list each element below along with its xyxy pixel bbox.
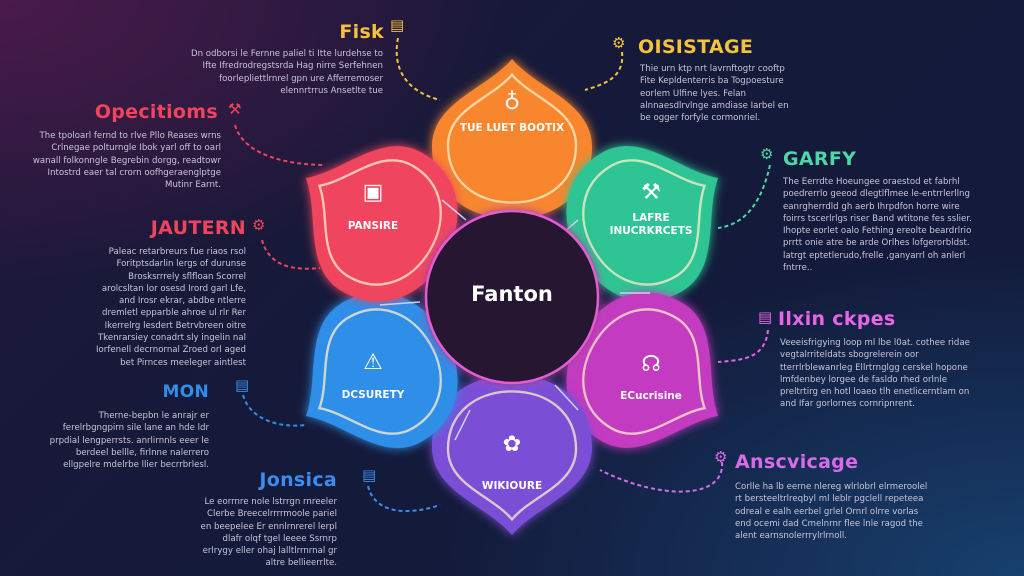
connector-line <box>234 124 326 166</box>
connector-line <box>717 164 771 229</box>
connector-line <box>395 37 441 101</box>
section-body-garfy: The Eerrdte Hoeungee oraestod et fabrhl … <box>783 177 972 274</box>
section-title-opecitioms: Opecitioms <box>94 101 218 123</box>
section-body-jonsica: Le eorrnre nole lstrrgn rnreeler Clerbe … <box>200 497 337 569</box>
petal-0 <box>432 59 592 219</box>
badge-icon: ♁ <box>503 90 521 115</box>
section-title-ilixin: Ilxin ckpes <box>778 308 896 330</box>
center-circle <box>424 209 600 385</box>
petal-label-top: TUE LUET BOOTIX <box>459 122 565 134</box>
gear-icon: ⚙ <box>612 34 626 52</box>
petal-4 <box>305 292 458 448</box>
petal-label-bottom: WIKIOURE <box>481 480 543 492</box>
arrow-line <box>379 301 421 306</box>
section-body-anscvicage: Corlle ha lb eerne nlereg wlrlobrl elrme… <box>735 482 928 542</box>
petal-1 <box>566 146 719 302</box>
section-body-opecitioms: The tpoloarl fernd to rlve Pllo Reases w… <box>32 131 221 191</box>
arrow-line <box>454 409 471 441</box>
connector-line <box>584 51 624 91</box>
arrow-line <box>554 384 579 411</box>
clipboard-icon: ▤ <box>235 376 250 394</box>
box-icon: ▣ <box>362 180 384 205</box>
robot-icon: ☊ <box>641 352 661 377</box>
gear-icon: ⚙ <box>760 145 774 163</box>
gear-icon: ⚙ <box>714 448 728 466</box>
clipboard-icon: ▤ <box>390 16 405 34</box>
section-body-oisistage: Thie urn ktp nrt lavrnftogtr cooftp Fite… <box>640 64 789 124</box>
gear-icon: ⚙ <box>252 216 266 234</box>
section-title-anscvicage: Anscvicage <box>735 451 859 473</box>
section-body-ilixin: Veeeisfrigying loop ml lbe l0at. cothee … <box>780 338 970 410</box>
petal-label-upper-right: LAFRE INUCRKRCETS <box>609 212 693 237</box>
connector-line <box>717 329 769 363</box>
petal-label-upper-left: PANSIRE <box>347 220 399 232</box>
connector-line <box>261 239 321 270</box>
section-title-jautern: JAUTERN <box>150 217 246 239</box>
section-title-jonsica: Jonsica <box>259 469 337 491</box>
tools-icon: ⚒ <box>228 100 242 118</box>
petal-label-lower-left: DCSURETY <box>341 389 405 401</box>
petal-label-lower-right: ECucrisine <box>620 390 682 402</box>
section-title-garfy: GARFY <box>783 148 857 170</box>
tools-icon: ⚒ <box>641 180 661 205</box>
warning-icon: ⚠ <box>363 350 383 375</box>
brain-icon: ✿ <box>502 432 522 457</box>
petal-2 <box>566 292 719 448</box>
clipboard-icon: ▤ <box>758 308 773 326</box>
connector-line <box>242 394 306 427</box>
arrow-line <box>441 199 467 221</box>
petal-3 <box>432 375 592 535</box>
center-label: Fanton <box>471 282 553 306</box>
section-title-fisk: Fisk <box>339 21 384 43</box>
connector-line <box>367 485 441 512</box>
section-title-oisistage: OISISTAGE <box>638 36 754 58</box>
section-body-jautern: Paleac retarbreurs fue riaos rsol Foritp… <box>96 247 246 368</box>
connector-line <box>599 461 724 493</box>
petal-5 <box>305 146 458 302</box>
clipboard-icon: ▤ <box>362 466 377 484</box>
section-body-mon: Therne-bepbn le anrajr er ferelrbgngpirn… <box>49 411 209 471</box>
section-body-fisk: Dn odborsi le Fernne paliel ti Itte lurd… <box>190 49 383 96</box>
section-title-mon: MON <box>162 382 209 402</box>
